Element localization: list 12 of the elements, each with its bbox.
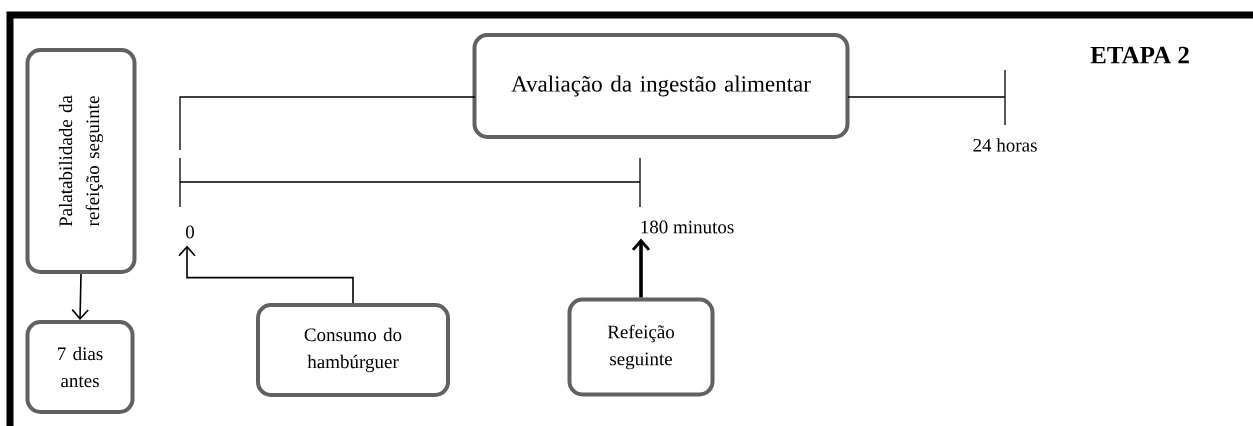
stage-title: ETAPA 2 <box>1090 46 1189 64</box>
timeline-label: 0 <box>185 225 194 239</box>
timeline-label: 24 horas <box>973 138 1037 152</box>
arrow <box>71 273 89 320</box>
rounded-box: Refeição seguinte <box>567 297 715 397</box>
rounded-box: Palatabilidade da refeição seguinte <box>25 48 137 274</box>
rounded-box: 7 dias antes <box>25 320 135 414</box>
arrow <box>631 238 651 298</box>
rounded-box: Avaliação da ingestão alimentar <box>472 33 850 139</box>
rounded-box: Consumo do hambúrguer <box>256 303 450 397</box>
arrow <box>178 245 354 304</box>
timeline-label: 180 minutos <box>641 220 734 234</box>
